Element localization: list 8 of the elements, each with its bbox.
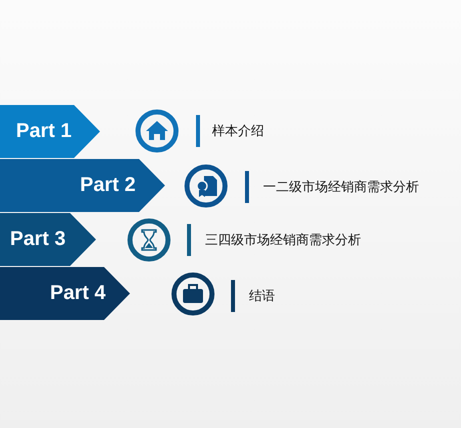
section-title: 样本介绍: [212, 123, 264, 140]
arrow-banner: Part 3: [0, 213, 96, 266]
arrow-banner: Part 2: [0, 159, 165, 212]
section-title: 三四级市场经销商需求分析: [205, 232, 361, 249]
section-title: 结语: [249, 288, 275, 305]
section-title: 一二级市场经销商需求分析: [263, 179, 419, 196]
arrow-banner: Part 1: [0, 105, 100, 158]
arrow-banner: Part 4: [0, 267, 130, 320]
